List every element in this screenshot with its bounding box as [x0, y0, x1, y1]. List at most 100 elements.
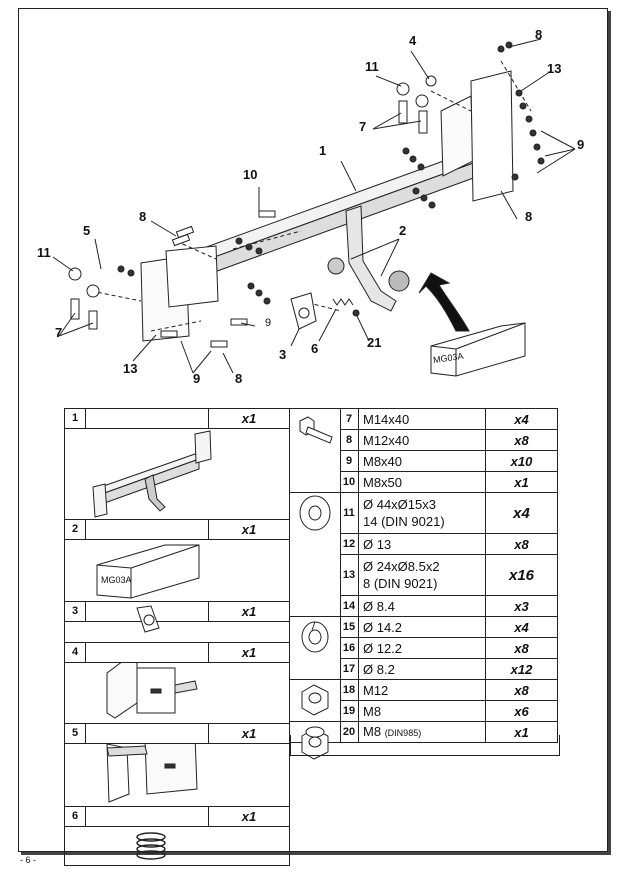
kit-row-number: 4	[65, 643, 86, 662]
callout-21: 21	[367, 335, 382, 350]
kit-row-qty: x1	[208, 409, 289, 428]
callout-1: 1	[319, 143, 327, 158]
callout-3: 3	[279, 347, 287, 362]
spring-washer-icon	[290, 617, 341, 679]
hardware-row-desc: M8	[359, 701, 486, 721]
hardware-row-number: 12	[340, 534, 359, 554]
hardware-row-desc: Ø 14.2	[359, 617, 486, 637]
callout-7-left: 7	[55, 325, 63, 340]
hardware-row-number: 11	[340, 493, 359, 533]
kit-row: 1 x1	[64, 408, 290, 519]
hardware-row-number: 7	[340, 409, 359, 429]
kit-row: 2 x1 MG03A	[64, 519, 290, 601]
hardware-row-desc: M8	[363, 723, 382, 739]
hardware-row-qty: x1	[514, 724, 529, 740]
callout-8-bottom: 8	[235, 371, 243, 386]
crossbar-part-image	[92, 430, 212, 518]
spring-part-image	[136, 832, 166, 860]
kit-row-qty: x1	[208, 724, 289, 743]
hardware-row-number: 13	[340, 555, 359, 595]
hardware-row-qty: x4	[514, 411, 529, 427]
hardware-row-qty: x8	[514, 682, 529, 698]
hardware-row-desc: M8x40	[359, 451, 486, 471]
hardware-row-qty: x10	[510, 453, 533, 469]
hardware-row-number: 17	[340, 659, 359, 679]
callout-8-left: 8	[139, 209, 147, 224]
hardware-row-number: 18	[340, 680, 359, 700]
hardware-row-qty: x8	[514, 640, 529, 656]
bolt-icon	[290, 409, 341, 492]
hardware-row-desc: Ø 8.4	[359, 596, 486, 616]
callout-8-top-right: 8	[535, 27, 543, 42]
callout-5: 5	[83, 223, 91, 238]
hardware-row-number: 10	[340, 472, 359, 492]
hardware-row-qty: x1	[514, 474, 529, 490]
kit-row-number: 3	[65, 602, 86, 621]
page-number: - 6 -	[20, 855, 37, 865]
callout-2: 2	[399, 223, 407, 238]
kit-row-number: 6	[65, 807, 86, 826]
hardware-row-qty: x4	[514, 619, 529, 635]
hardware-row-number: 15	[340, 617, 359, 637]
hardware-row-number: 19	[340, 701, 359, 721]
hardware-row-desc-2: 14 (DIN 9021)	[363, 514, 445, 529]
hardware-row-qty: x3	[514, 598, 529, 614]
box-label: MG03A	[101, 575, 132, 585]
callout-11-left: 11	[37, 245, 51, 260]
hardware-row-desc: M8x50	[359, 472, 486, 492]
hardware-row-desc: Ø 24xØ8.5x2	[363, 559, 440, 574]
kit-row-number: 5	[65, 724, 86, 743]
hardware-row-number: 9	[340, 451, 359, 471]
washer-icon	[290, 493, 341, 616]
hardware-row-number: 16	[340, 638, 359, 658]
kit-row: 5 x1	[64, 723, 290, 806]
kit-row-number: 2	[65, 520, 86, 539]
callout-6: 6	[311, 341, 319, 356]
hardware-row-qty: x4	[513, 504, 530, 522]
callout-13-left: 13	[123, 361, 138, 376]
callout-10: 10	[243, 167, 258, 182]
hardware-row-qty: x6	[514, 703, 529, 719]
right-bracket-part-image	[106, 657, 198, 719]
hardware-row-qty: x8	[514, 432, 529, 448]
hardware-row-desc: Ø 44xØ15x3	[363, 497, 436, 512]
hardware-row-desc: M12	[359, 680, 486, 700]
callout-9-small: 9	[265, 317, 272, 329]
callout-4: 4	[409, 33, 417, 48]
hardware-row-desc: Ø 12.2	[359, 638, 486, 658]
kit-row-number: 1	[65, 409, 86, 428]
hardware-row: 11 Ø 44xØ15x3 14 (DIN 9021) x4	[340, 493, 557, 534]
hardware-row-number: 8	[340, 430, 359, 450]
hardware-row-desc: M12x40	[359, 430, 486, 450]
hardware-row-desc: Ø 13	[359, 534, 486, 554]
hardware-row-qty: x12	[510, 661, 533, 677]
hex-nut-icon	[290, 680, 341, 721]
kit-row-qty: x1	[208, 520, 289, 539]
hardware-row-number: 14	[340, 596, 359, 616]
kit-parts-table: 1 x1 2 x1	[64, 408, 290, 866]
callout-13-right: 13	[547, 61, 562, 76]
left-bracket-part-image	[106, 735, 198, 803]
box-part-image	[96, 544, 200, 599]
callout-8-right: 8	[525, 209, 533, 224]
hardware-row-qty: x8	[514, 536, 529, 552]
callout-7-right: 7	[359, 119, 367, 134]
